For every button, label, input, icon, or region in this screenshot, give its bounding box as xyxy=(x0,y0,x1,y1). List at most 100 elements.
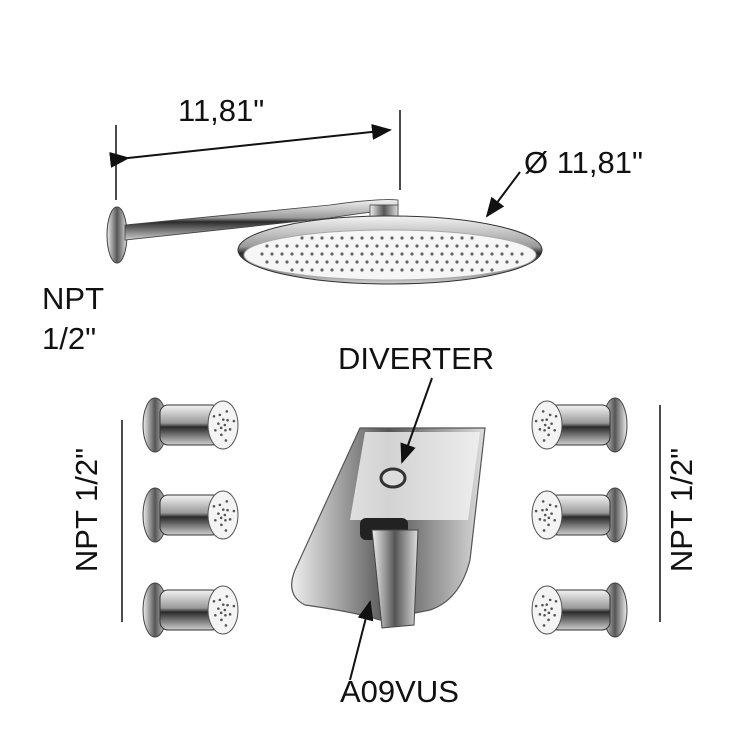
diverter-arrow xyxy=(400,377,433,464)
nozzle xyxy=(405,260,409,264)
right-jets-connection-label: NPT 1/2" xyxy=(664,447,700,573)
nozzle xyxy=(335,260,339,264)
nozzle xyxy=(455,260,459,264)
nozzle xyxy=(475,244,479,248)
nozzle xyxy=(470,268,474,272)
nozzle xyxy=(270,252,274,256)
nozzle xyxy=(320,252,324,256)
nozzle xyxy=(495,260,499,264)
nozzle xyxy=(360,268,364,272)
nozzle xyxy=(350,252,354,256)
arm-connection-label-2: 1/2" xyxy=(42,321,97,356)
nozzle xyxy=(405,244,409,248)
nozzle xyxy=(340,268,344,272)
nozzle xyxy=(440,268,444,272)
nozzle xyxy=(305,260,309,264)
nozzle xyxy=(505,260,509,264)
body-jet xyxy=(531,487,628,543)
left-jets-connection-label: NPT 1/2" xyxy=(69,447,105,573)
nozzle xyxy=(400,268,404,272)
arm-length-dimension xyxy=(109,110,401,200)
nozzle xyxy=(470,236,474,240)
nozzle xyxy=(410,252,414,256)
nozzle xyxy=(480,268,484,272)
nozzle xyxy=(260,252,264,256)
nozzle xyxy=(360,252,364,256)
nozzle xyxy=(370,236,374,240)
nozzle xyxy=(410,236,414,240)
nozzle xyxy=(435,260,439,264)
nozzle xyxy=(345,260,349,264)
nozzle xyxy=(300,268,304,272)
nozzle xyxy=(320,236,324,240)
nozzle xyxy=(370,268,374,272)
nozzle xyxy=(400,236,404,240)
nozzle xyxy=(440,236,444,240)
nozzle xyxy=(485,260,489,264)
model-arrow xyxy=(349,600,374,681)
diameter-arrow xyxy=(485,171,521,218)
nozzle xyxy=(400,252,404,256)
nozzle xyxy=(365,244,369,248)
model-label: A09VUS xyxy=(340,674,459,709)
nozzle xyxy=(295,244,299,248)
nozzle xyxy=(275,260,279,264)
nozzle xyxy=(265,260,269,264)
nozzle xyxy=(460,236,464,240)
nozzle xyxy=(275,244,279,248)
nozzle xyxy=(455,244,459,248)
nozzle xyxy=(265,244,269,248)
nozzle xyxy=(450,268,454,272)
nozzle xyxy=(390,268,394,272)
nozzle xyxy=(310,268,314,272)
nozzle xyxy=(510,252,514,256)
nozzle xyxy=(395,260,399,264)
nozzle xyxy=(280,252,284,256)
nozzle xyxy=(490,252,494,256)
nozzle xyxy=(375,244,379,248)
body-jet xyxy=(531,582,628,638)
nozzle xyxy=(325,244,329,248)
nozzle xyxy=(365,260,369,264)
nozzle xyxy=(380,268,384,272)
nozzle xyxy=(445,244,449,248)
shower-head xyxy=(237,215,543,285)
nozzle xyxy=(385,260,389,264)
nozzle xyxy=(420,236,424,240)
nozzle xyxy=(445,260,449,264)
nozzle xyxy=(295,260,299,264)
nozzle xyxy=(430,252,434,256)
nozzle xyxy=(505,244,509,248)
nozzle xyxy=(520,252,524,256)
right-body-jets xyxy=(531,397,628,638)
body-jet xyxy=(142,582,239,638)
nozzle xyxy=(340,252,344,256)
nozzle xyxy=(285,260,289,264)
nozzle xyxy=(415,260,419,264)
nozzle xyxy=(290,252,294,256)
nozzle xyxy=(385,244,389,248)
left-body-jets xyxy=(142,397,239,638)
nozzle xyxy=(435,244,439,248)
nozzle xyxy=(310,236,314,240)
nozzle xyxy=(495,244,499,248)
nozzle xyxy=(430,268,434,272)
nozzle xyxy=(375,260,379,264)
nozzle xyxy=(315,260,319,264)
head-diameter-label: Ø 11,81" xyxy=(524,145,644,180)
nozzle xyxy=(330,252,334,256)
diverter-label: DIVERTER xyxy=(338,341,495,376)
nozzle xyxy=(345,244,349,248)
nozzle xyxy=(410,268,414,272)
nozzle xyxy=(440,252,444,256)
nozzle xyxy=(305,244,309,248)
nozzle xyxy=(325,260,329,264)
nozzle xyxy=(430,236,434,240)
nozzle xyxy=(290,268,294,272)
nozzle xyxy=(355,244,359,248)
nozzle xyxy=(460,252,464,256)
nozzle xyxy=(515,260,519,264)
nozzle xyxy=(340,236,344,240)
